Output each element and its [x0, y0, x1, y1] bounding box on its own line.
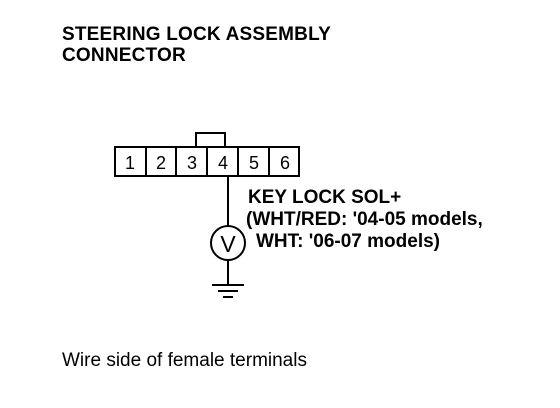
connector-lock-tab: [195, 132, 226, 148]
ground-icon: [212, 284, 244, 298]
pin-2-label: 2: [156, 153, 166, 173]
pin-3-label: 3: [187, 153, 197, 173]
callout-terminal-name: KEY LOCK SOL+: [248, 187, 401, 208]
diagram-title: STEERING LOCK ASSEMBLY CONNECTOR: [62, 24, 331, 66]
diagram-caption: Wire side of female terminals: [62, 350, 307, 371]
callout-wire-color-2: WHT: '06-07 models): [256, 231, 440, 252]
voltmeter-symbol: V: [220, 231, 236, 257]
pin-5-label: 5: [249, 153, 259, 173]
title-line-2: CONNECTOR: [62, 45, 186, 66]
pin-6-label: 6: [280, 153, 290, 173]
callout-wire-color-1: (WHT/RED: '04-05 models,: [246, 209, 483, 230]
pin-4-label: 4: [218, 153, 228, 173]
title-line-1: STEERING LOCK ASSEMBLY: [62, 24, 332, 45]
pin-1-label: 1: [125, 153, 135, 173]
